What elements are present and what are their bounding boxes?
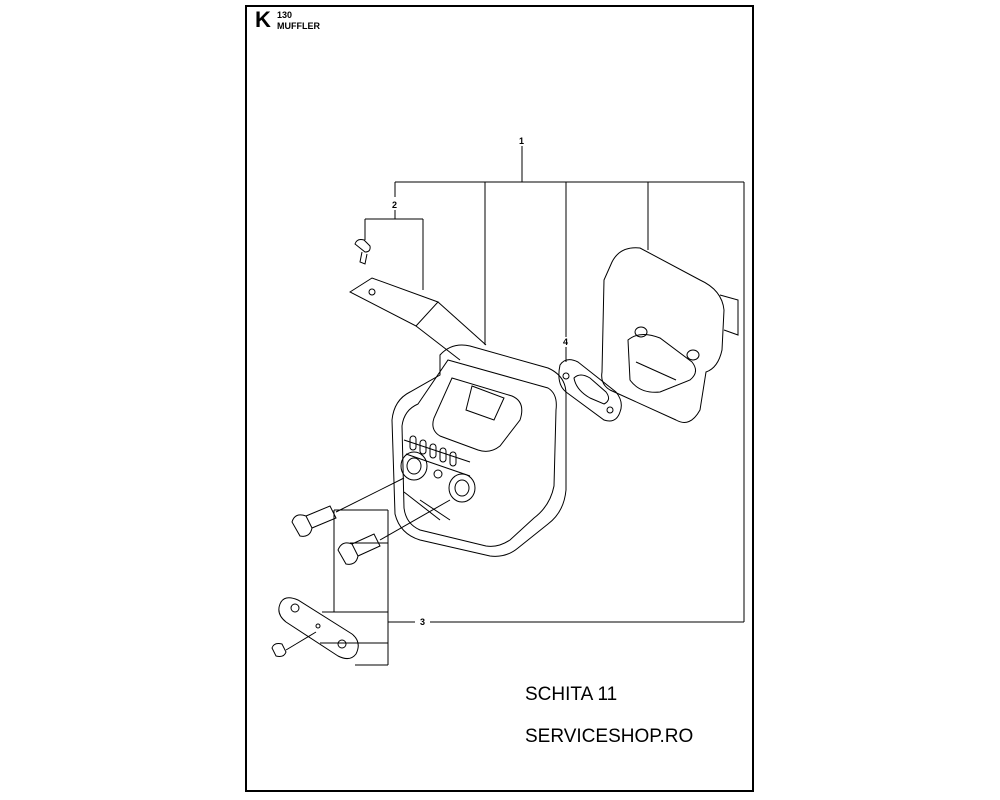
callout-label-1: 1 <box>519 136 524 146</box>
callout-3-leaders <box>320 509 415 666</box>
heat-shield <box>601 247 739 423</box>
muffler-gasket <box>558 359 622 422</box>
sheet-note: SCHITA 11 <box>525 684 618 705</box>
shop-note: SERVICESHOP.RO <box>525 726 694 747</box>
section-number: 130 <box>277 10 293 20</box>
callout-label-2: 2 <box>392 200 397 210</box>
spark-deflector <box>348 277 487 361</box>
muffler-bolt-upper <box>291 477 405 537</box>
bolt-retainer-plate <box>278 597 359 660</box>
callout-label-3: 3 <box>420 617 425 627</box>
callout-1-leaders <box>394 146 745 623</box>
callout-2-leaders <box>364 210 424 290</box>
callout-label-4: 4 <box>563 337 568 347</box>
muffler-body <box>391 344 567 557</box>
page-frame <box>245 5 754 792</box>
section-letter: K <box>255 7 271 32</box>
retainer-screw <box>271 631 317 657</box>
section-title: MUFFLER <box>277 21 320 31</box>
muffler-bolt-lower <box>337 499 451 565</box>
deflector-screw <box>354 239 371 265</box>
